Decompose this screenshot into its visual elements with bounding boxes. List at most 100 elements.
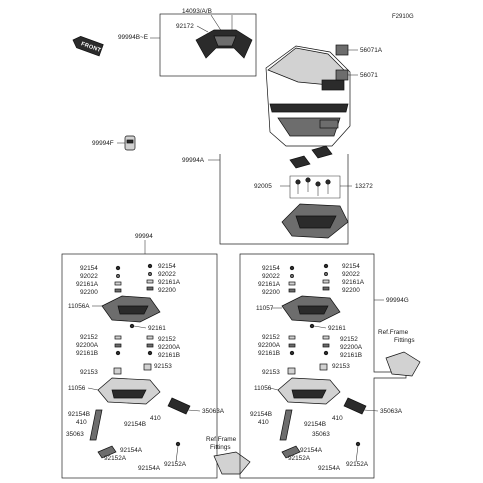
- label-99994G: 99994G: [386, 297, 409, 304]
- reflector-part: [335, 69, 349, 81]
- label-92005: 92005: [254, 183, 272, 190]
- label-l-92152A2: 92152A: [164, 461, 187, 468]
- label-l-410: 410: [76, 419, 87, 426]
- label-r-92161Ar: 92161A: [342, 279, 365, 286]
- label-r-92200: 92200: [262, 289, 280, 296]
- left-carrier-box: [61, 253, 218, 479]
- label-l-92200: 92200: [80, 289, 98, 296]
- label-l-92152r: 92152: [158, 336, 176, 343]
- carrier-plate-11056A: [101, 295, 161, 323]
- label-r-92022r: 92022: [342, 271, 360, 278]
- label-l-92154A: 92154A: [120, 447, 143, 454]
- label-r-92154A: 92154A: [300, 447, 323, 454]
- bolts-part: [295, 177, 331, 196]
- label-l-92022: 92022: [80, 273, 98, 280]
- label-r-92154B: 92154B: [250, 411, 272, 418]
- base-plate-part: [281, 203, 349, 239]
- case-group-bracket: [219, 154, 349, 245]
- ref-label-a1: Ref.Frame: [206, 436, 237, 443]
- label-l-92154B: 92154B: [68, 411, 90, 418]
- label-r-92161: 92161: [328, 325, 346, 332]
- label-l-92161Br: 92161B: [158, 352, 180, 359]
- label-l-35063A: 35063A: [202, 408, 225, 415]
- label-r-92152A2: 92152A: [346, 461, 369, 468]
- front-arrow-icon: FRONT: [72, 36, 104, 57]
- label-r-92154A2: 92154A: [318, 465, 341, 472]
- label-r-92161B: 92161B: [258, 350, 280, 357]
- label-l-92154A2: 92154A: [138, 465, 161, 472]
- label-r-92154: 92154: [262, 265, 280, 272]
- right-carrier-box: [239, 253, 407, 479]
- collar-part-left: [113, 367, 122, 375]
- cover-group-box: [159, 13, 257, 77]
- figure-id: F2910G: [392, 14, 414, 20]
- rubber-pads-part: [289, 145, 333, 169]
- carrier-bracket-11056-right: [277, 377, 341, 405]
- label-r-92152r: 92152: [340, 336, 358, 343]
- label-14093: 14093/A/B: [182, 8, 212, 15]
- label-99994F: 99994F: [92, 140, 114, 147]
- top-case-part: [265, 45, 351, 147]
- reflector-part-a: [335, 44, 349, 56]
- label-l-92161: 92161: [148, 325, 166, 332]
- right-struts-part: [279, 397, 367, 459]
- label-r-92200A: 92200A: [258, 342, 281, 349]
- label-r-92153r: 92153: [332, 363, 350, 370]
- ref-label-b1: Ref.Frame: [378, 329, 409, 336]
- label-l-92153r: 92153: [154, 363, 172, 370]
- label-l-92161Ar: 92161A: [158, 279, 181, 286]
- label-11056A: 11056A: [68, 303, 90, 310]
- label-56071A: 56071A: [360, 47, 383, 54]
- label-l-92200r: 92200: [158, 287, 176, 294]
- collar-part-right-r: [319, 363, 328, 371]
- key-part: [124, 135, 136, 151]
- frame-fitting-part-a: [213, 451, 251, 475]
- label-99994A: 99994A: [182, 157, 205, 164]
- label-l-92152: 92152: [80, 334, 98, 341]
- ref-label-a2: Fittings: [210, 444, 231, 451]
- label-r-410b: 410: [332, 415, 343, 422]
- collar-part-right: [287, 367, 296, 375]
- label-l-410b: 410: [150, 415, 161, 422]
- label-r-92022: 92022: [262, 273, 280, 280]
- label-r-92161A: 92161A: [258, 281, 281, 288]
- ref-label-b2: Fittings: [394, 337, 415, 344]
- left-hardware-upper: [114, 263, 154, 293]
- label-r-92154B2: 92154B: [304, 421, 326, 428]
- label-99994: 99994: [135, 233, 153, 240]
- label-13272: 13272: [355, 183, 373, 190]
- carrier-plate-11057: [281, 295, 341, 323]
- label-56071: 56071: [360, 72, 378, 79]
- label-l-92161B: 92161B: [76, 350, 98, 357]
- label-r-92153: 92153: [262, 369, 280, 376]
- label-l-35063: 35063: [66, 431, 84, 438]
- label-l-92154: 92154: [80, 265, 98, 272]
- label-r-92154r: 92154: [342, 263, 360, 270]
- label-11057: 11057: [256, 305, 274, 312]
- label-r-92152A: 92152A: [288, 455, 311, 462]
- right-hardware-middle: [288, 335, 330, 356]
- label-92172: 92172: [176, 23, 194, 30]
- label-r-35063: 35063: [312, 431, 330, 438]
- carrier-bracket-11056: [97, 377, 161, 405]
- label-l-92200Ar: 92200A: [158, 344, 181, 351]
- label-l-92152A: 92152A: [104, 455, 127, 462]
- label-l-92161A: 92161A: [76, 281, 99, 288]
- right-hardware-upper: [288, 263, 330, 293]
- collar-part-left-r: [143, 363, 152, 371]
- left-hardware-middle: [114, 335, 154, 356]
- lid-cover-part: [195, 29, 253, 59]
- label-r-92161Br: 92161B: [340, 352, 362, 359]
- label-l-92200A: 92200A: [76, 342, 99, 349]
- frame-fitting-part-b: [385, 351, 421, 377]
- left-struts-part: [89, 397, 191, 459]
- label-l-92154B2: 92154B: [124, 421, 146, 428]
- label-r-92152: 92152: [262, 334, 280, 341]
- label-99994B: 99994B~E: [118, 34, 148, 41]
- label-l-92153: 92153: [80, 369, 98, 376]
- label-r-11056: 11056: [254, 385, 272, 392]
- label-r-35063A: 35063A: [380, 408, 403, 415]
- label-l-92154r: 92154: [158, 263, 176, 270]
- label-r-410: 410: [258, 419, 269, 426]
